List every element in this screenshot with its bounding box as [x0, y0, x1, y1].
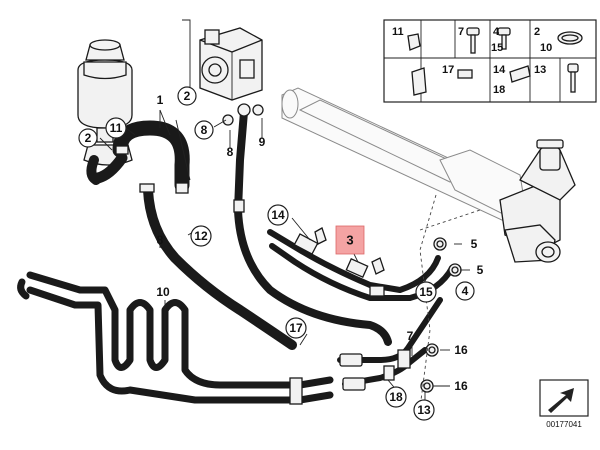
callout-11-label: 12 [194, 229, 208, 243]
return-hose [139, 183, 297, 350]
pressure-line [233, 103, 392, 346]
callout-2a-label: 2 [184, 89, 191, 103]
fluid-reservoir [77, 39, 133, 185]
callout-2b-label: 2 [85, 131, 92, 145]
callout-8b-label: 9 [259, 135, 266, 149]
key-label: 17 [442, 64, 454, 76]
callout-7-label: 8 [201, 123, 208, 137]
callout-5a-label: 5 [471, 237, 478, 251]
callout-14-label: 15 [419, 285, 433, 299]
steering-rack [281, 87, 576, 263]
callout-16b-label: 16 [454, 379, 468, 393]
key-label: 15 [491, 42, 503, 54]
key-label: 18 [493, 84, 505, 96]
reference-number: 00177041 [546, 420, 582, 429]
key-label: 13 [534, 64, 546, 76]
callout-18-label: 18 [389, 390, 403, 404]
reference-box: 00177041 [539, 379, 589, 429]
key-label: 4 [493, 26, 500, 38]
key-label: 10 [540, 42, 552, 54]
seal-rings [222, 104, 462, 393]
callout-10-label: 11 [110, 121, 123, 135]
power-steering-pump [199, 27, 263, 101]
callout-6-label: 7 [407, 329, 414, 343]
arrow-icon [548, 388, 574, 413]
key-label: 14 [493, 64, 506, 76]
callout-9-label: 8 [157, 233, 164, 247]
fastener-key-table: 11 7 4 2 15 10 17 14 13 18 [383, 19, 597, 103]
oil-cooler [17, 271, 334, 405]
key-label: 11 [392, 26, 404, 38]
key-label: 2 [534, 26, 540, 38]
callout-5b-label: 5 [477, 263, 484, 277]
callout-1-label: 1 [157, 93, 164, 107]
highlight-box [335, 225, 365, 255]
callout-4-label: 4 [462, 284, 469, 298]
suction-hose [92, 120, 190, 194]
callout-16a-label: 16 [454, 343, 468, 357]
callout-8a-label: 8 [227, 145, 234, 159]
callout-12-label: 10 [156, 285, 170, 299]
key-label: 7 [458, 26, 464, 38]
callout-13-label: 14 [271, 208, 285, 222]
lower-feed-line [337, 297, 443, 391]
circled-callouts: 2 2 11 8 12 14 15 4 17 18 13 [78, 86, 475, 421]
rack-feed-lines [267, 227, 455, 301]
callout-3-label: 3 [346, 233, 353, 248]
callout-17-label: 17 [289, 321, 303, 335]
callout-15-label: 13 [417, 403, 431, 417]
